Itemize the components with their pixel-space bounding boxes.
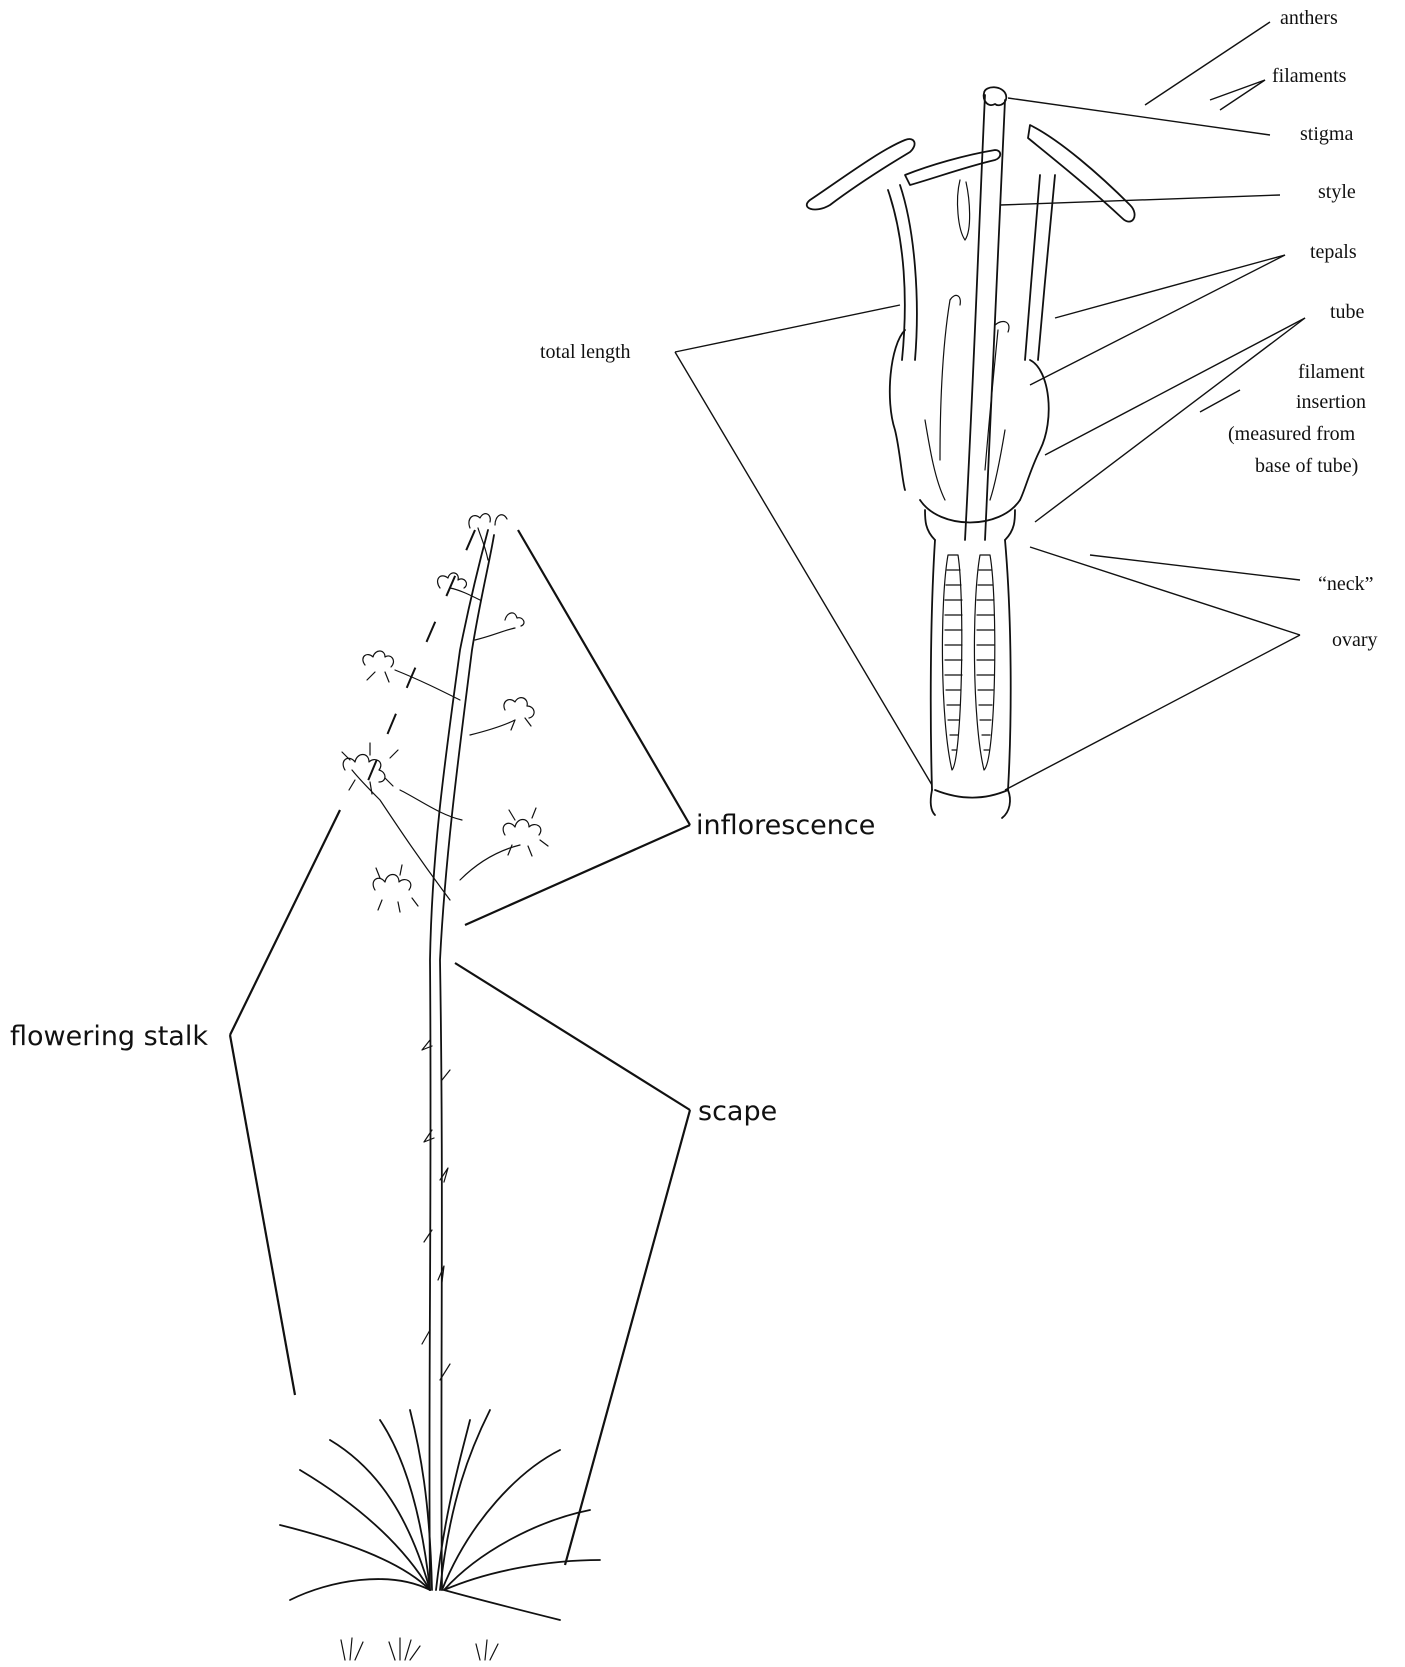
label-scape: scape — [698, 1096, 777, 1127]
label-stigma: stigma — [1300, 123, 1353, 145]
label-style: style — [1318, 181, 1356, 203]
label-filament-insertion-2: insertion — [1296, 391, 1366, 413]
label-filament-insertion-1: filament — [1298, 361, 1365, 383]
label-ovary: ovary — [1332, 629, 1378, 651]
plant-illustration — [280, 514, 600, 1660]
label-anthers: anthers — [1280, 7, 1338, 29]
label-filaments: filaments — [1272, 65, 1347, 87]
label-tube: tube — [1330, 301, 1365, 323]
plant-leader-lines — [230, 530, 690, 1565]
label-total-length: total length — [540, 341, 631, 363]
flower-labels: anthers filaments stigma style tepals tu… — [540, 7, 1378, 651]
label-tepals: tepals — [1310, 241, 1357, 263]
label-filament-insertion-4: base of tube) — [1255, 455, 1358, 477]
flower-illustration — [807, 87, 1135, 818]
label-neck: “neck” — [1318, 573, 1374, 595]
label-flowering-stalk: flowering stalk — [10, 1021, 208, 1052]
label-filament-insertion-3: (measured from — [1228, 423, 1356, 445]
label-inflorescence: inflorescence — [696, 810, 875, 841]
